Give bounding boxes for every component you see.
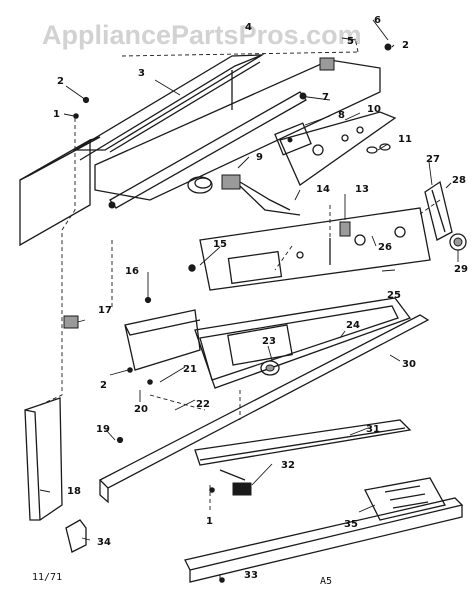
watermark: AppliancePartsPros.com [42, 20, 362, 50]
callout-33: 33 [244, 570, 258, 581]
callout-5: 5 [347, 36, 354, 47]
callout-2: 2 [57, 76, 64, 87]
wiring-harness-part [187, 174, 301, 216]
callout-20: 20 [134, 404, 148, 415]
callout-23: 23 [262, 336, 276, 347]
mounting-bracket-part [124, 309, 201, 371]
callout-21: 21 [183, 364, 197, 375]
callout-14: 14 [316, 184, 330, 195]
callout-1: 1 [206, 516, 213, 527]
kick-plate-part [184, 497, 464, 583]
switch-part [339, 221, 351, 237]
side-trim-part [424, 180, 467, 251]
page-code: A5 [320, 576, 332, 587]
back-panel-part [19, 136, 101, 247]
callout-19: 19 [96, 424, 110, 435]
switch-plate-part [279, 111, 397, 186]
terminal-block-part [219, 469, 252, 496]
callout-leaders [39, 19, 459, 580]
callout-28: 28 [452, 175, 466, 186]
top-trim-strip-part [72, 54, 265, 161]
date-code: 11/71 [32, 572, 62, 583]
callout-17: 17 [98, 305, 112, 316]
callout-27: 27 [426, 154, 440, 165]
callout-34: 34 [97, 537, 111, 548]
callout-6: 6 [374, 15, 381, 26]
callout-2: 2 [402, 40, 409, 51]
long-rail-part [98, 314, 430, 504]
instruction-label-part [364, 477, 446, 521]
lower-trim-part [194, 419, 412, 466]
callout-24: 24 [346, 320, 360, 331]
callout-22: 22 [196, 399, 210, 410]
callout-4: 4 [245, 22, 252, 33]
callout-9: 9 [256, 152, 263, 163]
callout-29: 29 [454, 264, 468, 275]
callout-7: 7 [322, 92, 329, 103]
callout-13: 13 [355, 184, 369, 195]
callout-10: 10 [367, 104, 381, 115]
callout-30: 30 [402, 359, 416, 370]
callout-8: 8 [338, 110, 345, 121]
assembly-guide-lines [39, 37, 441, 510]
knob-part [366, 143, 391, 154]
callout-1: 1 [53, 109, 60, 120]
callout-25: 25 [387, 290, 401, 301]
control-panel-part [199, 207, 431, 291]
callout-32: 32 [281, 460, 295, 471]
clip-part [65, 519, 87, 553]
timer-part [274, 122, 312, 156]
callout-15: 15 [213, 239, 227, 250]
callout-16: 16 [125, 266, 139, 277]
screws [73, 96, 225, 583]
callout-35: 35 [344, 519, 358, 530]
side-bracket-part [24, 397, 63, 521]
connector-part [63, 315, 79, 329]
callout-18: 18 [67, 486, 81, 497]
callout-3: 3 [138, 68, 145, 79]
front-frame-part [194, 297, 412, 389]
callout-2: 2 [100, 380, 107, 391]
callout-11: 11 [398, 134, 412, 145]
lamp-socket-part [319, 43, 392, 71]
callout-26: 26 [378, 242, 392, 253]
callout-31: 31 [366, 424, 380, 435]
